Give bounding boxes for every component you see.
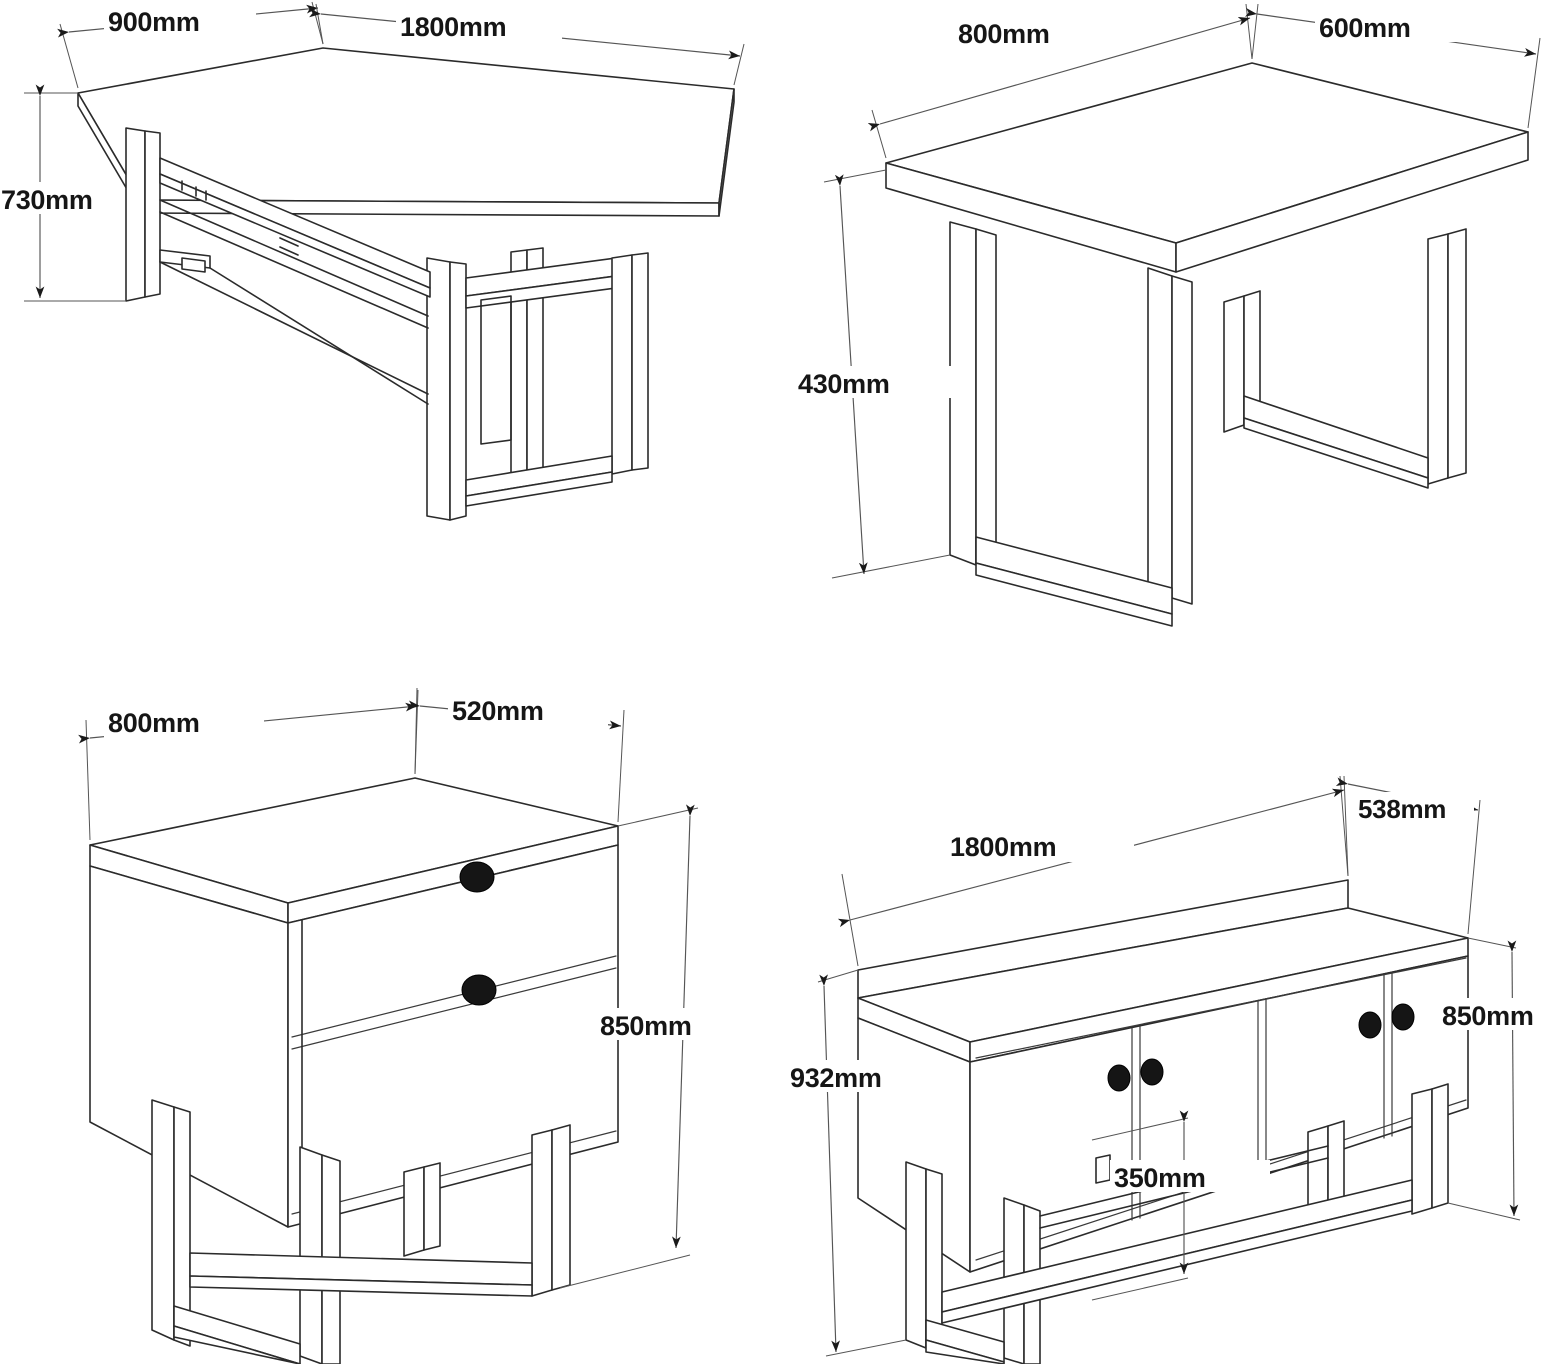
dim-label-side-clearance: 350mm: [1114, 1163, 1206, 1193]
dim-coffee-height: 430mm: [794, 169, 952, 579]
dim-desk-depth: 900mm: [57, 1, 324, 89]
desk-left-leg: [125, 127, 211, 302]
sideboard-knob-right-pair[interactable]: [1358, 1003, 1415, 1039]
drawing-nightstand: 800mm 520mm 850mm: [0, 680, 780, 1364]
dim-side-depth: 538mm: [1335, 775, 1481, 935]
dim-side-total-height: 932mm: [786, 969, 946, 1357]
nightstand-left-leg: [151, 1099, 341, 1364]
sideboard-right-leg: [941, 1083, 1449, 1324]
dim-coffee-width: 800mm: [867, 3, 1253, 159]
dim-label-coffee-width: 800mm: [958, 19, 1050, 49]
drawing-sideboard: 1800mm 538mm 932mm: [780, 680, 1550, 1364]
dim-desk-height: 730mm: [0, 84, 126, 302]
dim-label-side-body-height: 850mm: [1442, 1001, 1534, 1031]
coffee-table-left-leg: [949, 221, 1193, 627]
dim-label-side-width: 1800mm: [950, 832, 1056, 862]
dim-desk-width: 1800mm: [309, 3, 745, 86]
drawing-coffee-table: 800mm 600mm 430mm: [780, 0, 1550, 680]
dim-label-desk-depth: 900mm: [108, 7, 200, 37]
coffee-table-top: [885, 62, 1529, 273]
dim-label-side-total-height: 932mm: [790, 1063, 882, 1093]
desk-stretcher: [159, 157, 431, 405]
dim-label-night-width: 800mm: [108, 708, 200, 738]
dim-label-coffee-depth: 600mm: [1319, 13, 1411, 43]
nightstand-knob-lower[interactable]: [461, 974, 497, 1006]
nightstand-right-leg: [189, 1124, 571, 1297]
dim-label-coffee-height: 430mm: [798, 369, 890, 399]
nightstand-knob-upper[interactable]: [459, 861, 495, 893]
desk-top: [77, 47, 735, 217]
coffee-table-right-leg: [1223, 228, 1467, 489]
dim-night-depth: 520mm: [408, 687, 625, 823]
sideboard-left-leg: [905, 1161, 1041, 1364]
dim-side-width: 1800mm: [837, 775, 1349, 967]
dim-side-body-height: 850mm: [1440, 937, 1550, 1221]
desk-right-leg: [426, 247, 649, 521]
drawing-desk: 900mm 1800mm 730mm: [0, 0, 780, 680]
dim-label-desk-width: 1800mm: [400, 12, 506, 42]
dim-label-desk-height: 730mm: [1, 185, 93, 215]
nightstand-front: [287, 844, 619, 1228]
dim-label-side-depth: 538mm: [1358, 794, 1446, 824]
dim-coffee-depth: 600mm: [1244, 3, 1541, 129]
dim-night-height: 850mm: [559, 804, 756, 1289]
dim-label-night-height: 850mm: [600, 1011, 692, 1041]
sideboard-knob-left-pair[interactable]: [1107, 1058, 1164, 1092]
dim-side-clearance: 350mm: [1091, 1110, 1270, 1301]
dim-label-night-depth: 520mm: [452, 696, 544, 726]
